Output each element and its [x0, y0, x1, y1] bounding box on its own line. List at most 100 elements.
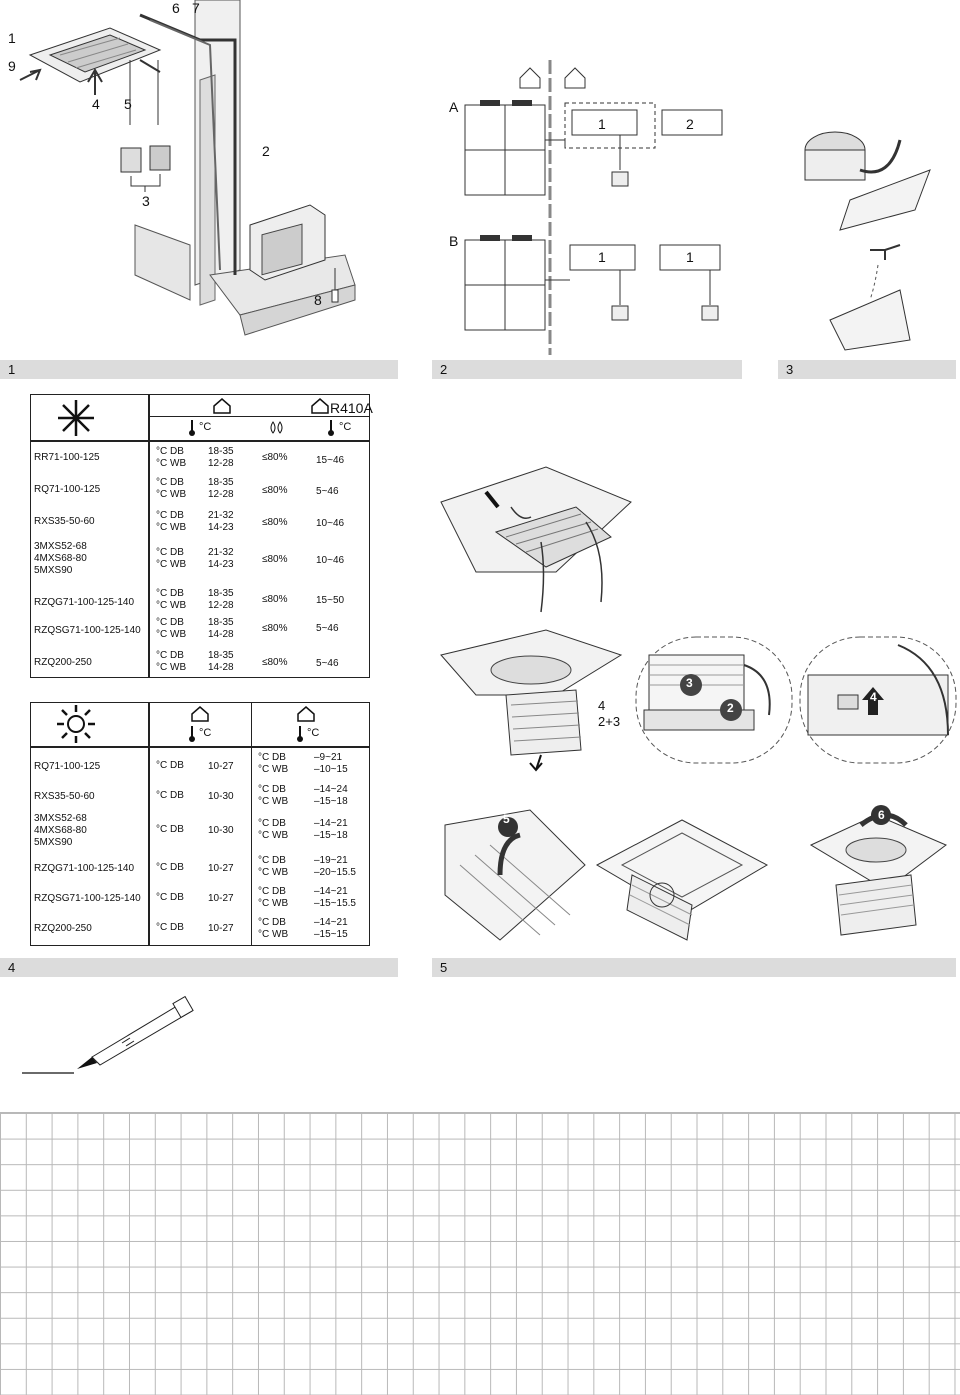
wb-label: °C WB [258, 796, 289, 807]
outdoor-range: 10~46 [316, 518, 345, 529]
db-label: °C DB [156, 446, 184, 457]
wb-range: –15~15 [314, 929, 348, 940]
table-row: RZQ200-250 [34, 657, 92, 669]
humidity-icon [270, 421, 283, 434]
callout-5: 5 [124, 96, 132, 112]
section-number: 2 [440, 362, 448, 377]
humidity-value: ≤80% [262, 517, 288, 528]
callout-3: 3 [142, 193, 150, 209]
db-label: °C DB [156, 510, 184, 521]
indoor-unit-c: °C [199, 727, 212, 739]
model-name: RZQG71-100-125-140 [34, 597, 135, 608]
unit-labels: °C DB°C WB [156, 588, 186, 612]
detail-circle-hinge [635, 636, 793, 764]
label-unit-a1: 1 [598, 116, 606, 132]
model-name: RXS35-50-60 [34, 516, 95, 527]
db-label: °C DB [156, 892, 184, 903]
outdoor-range: 10~46 [316, 555, 345, 566]
outdoor-range: 5~46 [316, 486, 339, 497]
unit-labels: °C DB°C WB [156, 650, 186, 674]
unit-labels: °C DB°C WB [258, 886, 288, 910]
humidity-value: ≤80% [262, 594, 288, 605]
indoor-range: 10-27 [208, 761, 234, 772]
model-name: 3MXS52-68 [34, 541, 87, 552]
model-name: RZQSG71-100-125-140 [34, 625, 141, 636]
model-name: 4MXS68-80 [34, 553, 87, 564]
outdoor-house-icon [297, 706, 315, 722]
humidity-value: ≤80% [262, 452, 288, 463]
db-label: °C DB [258, 752, 286, 763]
thermometer-icon [189, 726, 195, 742]
section-number: 3 [786, 362, 794, 377]
section-number: 1 [8, 362, 16, 377]
model-name: 5MXS90 [34, 565, 73, 576]
detail-circle-lift [799, 636, 957, 764]
wb-label: °C WB [156, 458, 187, 469]
wb-label: °C WB [156, 522, 187, 533]
table-row: 3MXS52-68 4MXS68-80 5MXS90 [34, 813, 87, 849]
model-name: 5MXS90 [34, 837, 73, 848]
table-row: RXS35-50-60 [34, 791, 95, 803]
table-row: RQ71-100-125 [34, 484, 100, 496]
callout-8: 8 [314, 292, 322, 308]
db-label: °C DB [258, 818, 286, 829]
step-label-4: 4 [598, 698, 606, 713]
wb-label: °C WB [156, 489, 187, 500]
unit-labels: °C DB°C WB [156, 510, 186, 534]
indoor-house-icon [213, 398, 231, 414]
systems-illustration [464, 60, 723, 355]
model-name: RXS35-50-60 [34, 791, 95, 802]
unit-labels: °C DB°C WB [156, 547, 186, 571]
wb-range: 12-28 [208, 600, 234, 611]
outdoor-unit-c: °C [307, 727, 320, 739]
label-system-a: A [449, 99, 459, 115]
section-bar-2: 2 [432, 360, 742, 379]
indoor-range: 10-27 [208, 863, 234, 874]
label-unit-b2: 1 [686, 249, 694, 265]
wb-range: 14-23 [208, 522, 234, 533]
filter-drop-illustration [440, 629, 623, 772]
wb-range: 14-28 [208, 662, 234, 673]
model-name: RQ71-100-125 [34, 484, 101, 495]
section-bar-5: 5 [432, 958, 956, 977]
outdoor-range: –19~21–20~15.5 [314, 855, 356, 879]
unit-labels: °C DB°C WB [156, 446, 186, 470]
section-number: 4 [8, 960, 16, 975]
outdoor-unit-c: °C [339, 421, 352, 433]
wb-range: 14-28 [208, 629, 234, 640]
outdoor-range: 15~50 [316, 595, 345, 606]
db-range: –14~21 [314, 818, 348, 829]
db-label: °C DB [156, 650, 184, 661]
filter-remove-illustration [809, 805, 947, 936]
outdoor-range: –14~21–15~15.5 [314, 886, 356, 910]
thermometer-icon [328, 420, 334, 436]
outdoor-range: –14~21–15~15 [314, 917, 348, 941]
indoor-range: 10-30 [208, 825, 234, 836]
model-name: RZQ200-250 [34, 923, 92, 934]
indoor-range: 10-27 [208, 893, 234, 904]
db-label: °C DB [156, 862, 184, 873]
unit-labels: °C DB°C WB [258, 855, 288, 879]
step-arrow-2: 2 [727, 701, 734, 715]
wb-range: –20~15.5 [314, 867, 356, 878]
table-row: RXS35-50-60 [34, 516, 95, 528]
indoor-unit-c: °C [199, 421, 212, 433]
wb-label: °C WB [156, 600, 187, 611]
model-name: RZQSG71-100-125-140 [34, 893, 141, 904]
db-range: 18-35 [208, 650, 234, 661]
db-range: 21-32 [208, 510, 234, 521]
db-range: 21-32 [208, 547, 234, 558]
notes-grid [0, 1112, 960, 1395]
db-range: 18-35 [208, 617, 234, 628]
table-row: 3MXS52-68 4MXS68-80 5MXS90 [34, 541, 87, 577]
wb-label: °C WB [258, 830, 289, 841]
wb-label: °C WB [258, 929, 289, 940]
outdoor-range: –14~21–15~18 [314, 818, 348, 842]
thermometer-icon [189, 420, 195, 436]
callout-9: 9 [8, 58, 16, 74]
model-name: 3MXS52-68 [34, 813, 87, 824]
